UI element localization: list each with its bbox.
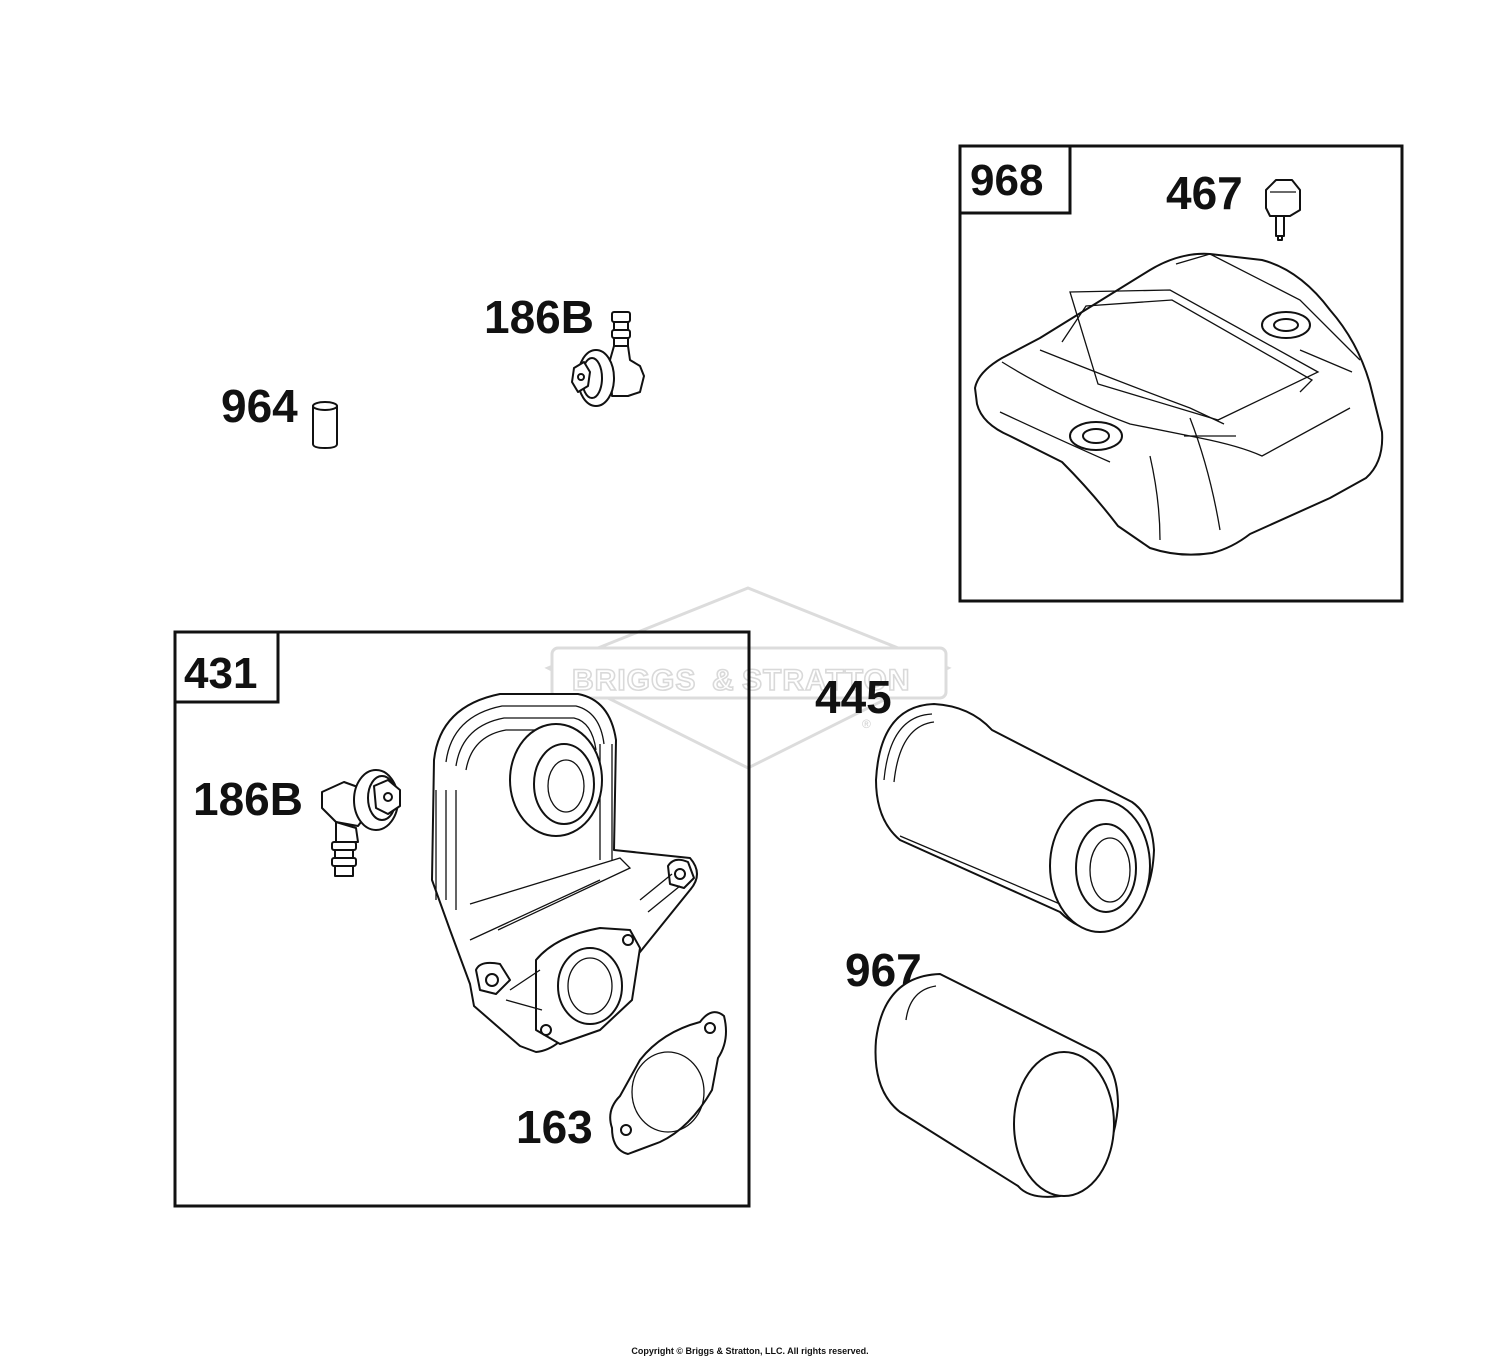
callout-186b-top: 186B [484, 291, 594, 343]
callout-467: 467 [1166, 167, 1243, 219]
watermark-brand-left: BRIGGS [572, 664, 696, 697]
gasket-part-163: 163 [516, 1011, 727, 1155]
kit-box-968: 968 [958, 144, 1404, 603]
spacer-part-964: 964 [221, 380, 338, 449]
callout-163: 163 [516, 1101, 593, 1153]
copyright-footer: Copyright © Briggs & Stratton, LLC. All … [631, 1346, 868, 1356]
watermark-ampersand: & [712, 664, 735, 697]
callout-964: 964 [221, 380, 298, 432]
air-cleaner-cover [974, 252, 1384, 556]
kit-label-431: 431 [184, 649, 257, 698]
air-cleaner-base [431, 693, 698, 1053]
watermark-registered-mark: ® [862, 717, 871, 731]
breather-fitting-186b-top: 186B [484, 291, 645, 407]
kit-box-431: 431 [173, 630, 751, 1208]
screw-part-467: 467 [1166, 167, 1301, 241]
breather-fitting-186b-box: 186B [193, 769, 401, 877]
callout-186b-box: 186B [193, 773, 303, 825]
filter-part-445: 445 [815, 671, 1155, 933]
watermark-brand-right: STRATTON [742, 664, 911, 697]
precleaner-part-967: 967 [845, 944, 1119, 1198]
callout-445: 445 [815, 671, 892, 723]
kit-label-968: 968 [970, 156, 1043, 205]
